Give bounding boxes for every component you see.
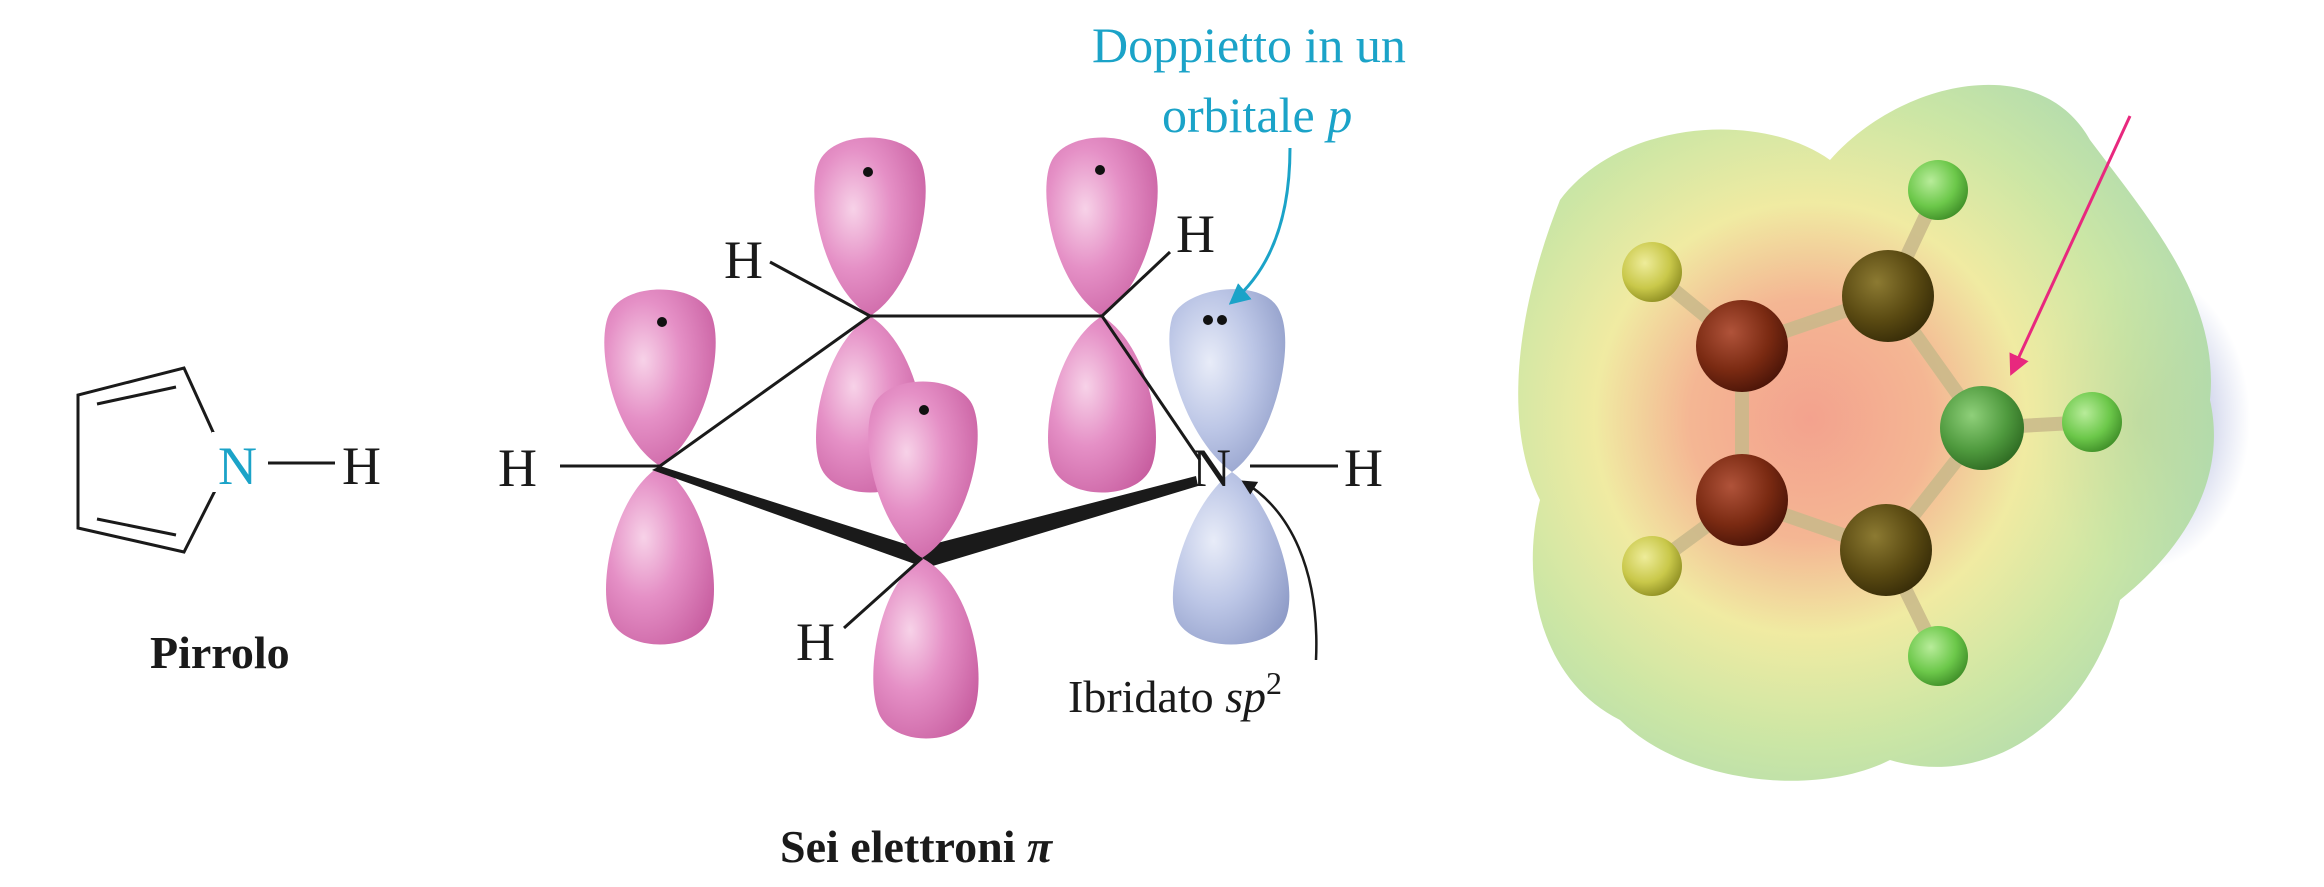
bond-c-h-bottom [842,556,924,630]
pyrrole-n-label: N [218,436,257,496]
electron-dot-top-left [863,167,873,177]
epm-hydrogen-bottom [1908,626,1968,686]
h-n-label: H [1344,438,1383,498]
bond-c-h-top-left [769,260,871,318]
pyrrole-double-bond-top [96,385,177,406]
wedge-bond-left [652,466,926,568]
p-orbital-bottom-lower-lobe [873,558,979,739]
pyrrole-h-label: H [342,436,381,496]
p-orbital-bottom-upper-lobe [868,381,978,558]
electron-dot-top-right [1095,165,1105,175]
pyrrole-structure: N H Pirrolo [76,366,381,678]
epm-carbon-right-top [1842,250,1934,342]
n-orbital-upper-lobe [1169,289,1286,472]
pyrrole-double-bond-bottom [96,517,177,537]
six-pi-caption: Sei elettroni π [780,821,1054,872]
p-orbital-top-right-lower-lobe [1048,316,1156,493]
p-orbital-top-left-upper-lobe [814,137,926,316]
lone-pair-note-line2: orbitale p [1162,87,1352,143]
epm-hydrogen-top [1908,160,1968,220]
n-label: N [1192,438,1231,498]
lone-pair-arrow [1228,147,1292,305]
h-bottom-label: H [796,612,835,672]
epm-carbon-left-bottom [1696,454,1788,546]
electron-dot-bottom [919,405,929,415]
hybrid-arrow [1241,480,1318,661]
electron-dot-left [657,317,667,327]
bond-c2-c3 [659,314,871,468]
epm-carbon-right-bottom [1840,504,1932,596]
electrostatic-potential-map [1518,84,2250,781]
bond-c-h-top-right [1100,250,1172,318]
pyrrole-ring [76,366,230,554]
epm-hydrogen-n [2062,392,2122,452]
lone-pair-dot-2 [1217,315,1227,325]
hybrid-note: Ibridato sp2 [1068,665,1282,722]
p-orbital-left-lower-lobe [606,466,714,645]
epm-carbon-left-top [1696,300,1788,392]
h-top-left-label: H [724,230,763,290]
p-orbital-left-upper-lobe [604,289,716,466]
n-orbital-lower-lobe [1172,472,1290,645]
h-top-right-label: H [1176,204,1215,264]
wedge-bond-right [918,476,1198,568]
epm-hydrogen-bottom-left [1622,536,1682,596]
orbital-diagram: H H H H N H Doppietto in un orbitale p I… [498,17,1406,872]
pyrrole-caption: Pirrolo [150,627,290,678]
lone-pair-note-line1: Doppietto in un [1092,17,1406,73]
epm-hydrogen-top-left [1622,242,1682,302]
bond-c4-n [1100,315,1202,461]
h-left-label: H [498,438,537,498]
epm-nitrogen-arrow [2009,115,2132,376]
pyrrole-n-mask [212,432,268,492]
lone-pair-dot-1 [1203,315,1213,325]
p-orbital-top-right-upper-lobe [1046,137,1158,316]
epm-surface [1518,84,2214,781]
epm-nitrogen [1940,386,2024,470]
